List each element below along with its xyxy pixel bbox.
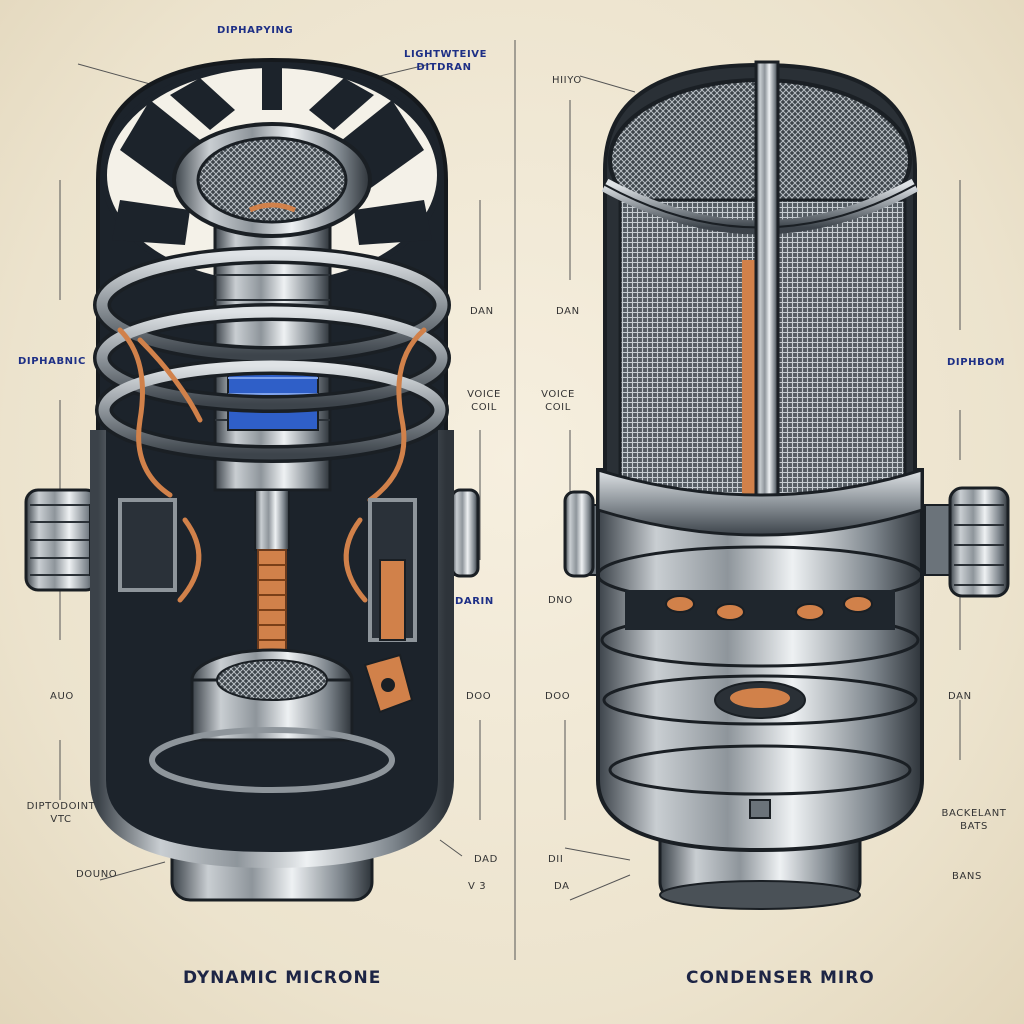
label-diptodoint: DIPTODOINT VTC xyxy=(18,800,104,826)
label-backplate-line1: BACKELANT xyxy=(941,808,1007,819)
label-diaphragm-left: DIPHABNIC xyxy=(18,356,86,367)
label-lightweight-line1: LIGHTWTEIVE xyxy=(404,49,488,60)
dynamic-microphone xyxy=(24,57,480,902)
label-diptodoint-line1: DIPTODOINT xyxy=(26,801,96,812)
title-condenser: CONDENSER MIRO xyxy=(686,968,875,988)
condenser-microphone xyxy=(563,60,1010,910)
label-hiiyo: HIIYO xyxy=(552,75,582,86)
label-voice-line2: COIL xyxy=(471,402,497,413)
label-right-voice-line2: COIL xyxy=(545,402,571,413)
label-lightweight-diaphragm: LIGHTWTEIVE DITDRAN xyxy=(404,48,488,74)
label-voice-line1: VOICE xyxy=(467,389,501,400)
label-dii: DII xyxy=(548,854,564,865)
label-dno: DNO xyxy=(548,595,573,606)
label-doo-right: DOO xyxy=(545,691,571,702)
label-bans: BANS xyxy=(952,871,982,882)
label-douno: DOUNO xyxy=(76,869,118,880)
label-voice-coil-left: VOICE COIL xyxy=(462,388,506,414)
label-darin: DARIN xyxy=(455,596,494,607)
label-diptodoint-line2: VTC xyxy=(50,814,72,825)
label-lightweight-line2: DITDRAN xyxy=(416,62,472,73)
label-backplate: BACKELANT BATS xyxy=(934,807,1014,833)
title-dynamic: DYNAMIC MICRONE xyxy=(183,968,382,988)
label-dan-left: DAN xyxy=(470,306,494,317)
label-dan-right: DAN xyxy=(556,306,580,317)
label-auo: AUO xyxy=(50,691,74,702)
label-voice-coil-right: VOICE COIL xyxy=(536,388,580,414)
label-backplate-line2: BATS xyxy=(960,821,988,832)
label-diaphragm-top: DIPHAPYING xyxy=(217,25,294,36)
label-dad: DAD xyxy=(474,854,498,865)
label-dan-far-right: DAN xyxy=(948,691,972,702)
label-doo-left: DOO xyxy=(466,691,492,702)
label-diaphragm-right: DIPHBOM xyxy=(947,357,1005,368)
label-v3: V 3 xyxy=(468,881,487,892)
label-da: DA xyxy=(554,881,570,892)
label-right-voice-line1: VOICE xyxy=(541,389,575,400)
